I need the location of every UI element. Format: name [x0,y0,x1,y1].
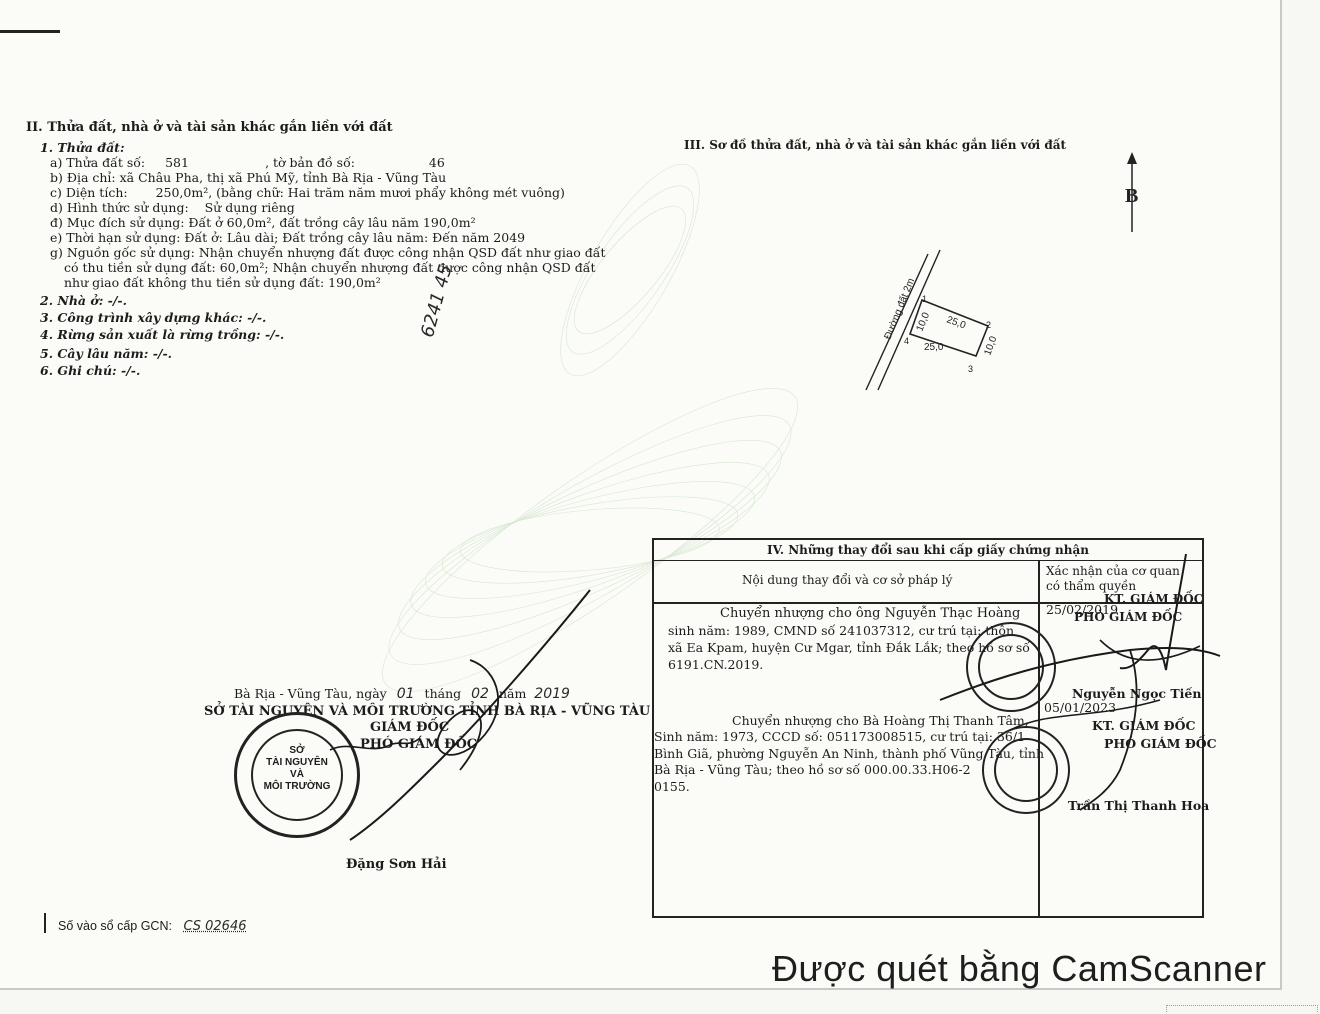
page-edge-bottom [0,988,1282,990]
entry-2-role-2: PHÓ GIÁM ĐỐC [1104,736,1217,751]
seal-text-2: TÀI NGUYÊN [266,757,328,768]
entry-1-line-2: sinh năm: 1989, CMND số 241037312, cư tr… [668,623,1014,638]
entry-2-line-1: Chuyển nhượng cho Bà Hoàng Thị Thanh Tâm… [732,713,1029,728]
seal-text-1: SỞ [289,745,305,756]
column-header-confirmation: Xác nhận của cơ quan có thẩm quyền [1046,564,1180,593]
item-6-notes: 6. Ghi chú: -/-. [40,363,141,378]
dim-bottom: 25,0 [924,342,944,353]
entry-1-line-4: 6191.CN.2019. [668,657,764,672]
origin-line-1: g) Nguồn gốc sử dụng: Nhận chuyển nhượng… [50,245,606,260]
parcel-number-row: a) Thửa đất số: 581 , tờ bản đồ số: 46 [50,155,610,170]
official-seal-entry-2 [982,726,1070,814]
changes-table: IV. Những thay đổi sau khi cấp giấy chứn… [652,538,1217,918]
north-arrow-icon [1127,152,1137,232]
entry-2-role-1: KT. GIÁM ĐỐC [1092,718,1196,733]
entry-1-line-3: xã Ea Kpam, huyện Cư Mgar, tỉnh Đắk Lắk;… [668,640,1030,655]
column-header-content: Nội dung thay đổi và cơ sở pháp lý [742,573,953,587]
north-label: B [1125,185,1138,207]
scan-mark [0,30,60,33]
usage-term-row: e) Thời hạn sử dụng: Đất ở: Lâu dài; Đất… [50,230,526,245]
entry-2-line-3: Bình Giã, phường Nguyễn An Ninh, thành p… [654,746,1045,761]
issuer-role-2: PHÓ GIÁM ĐỐC [360,737,478,752]
item-1-title: 1. Thửa đất: [40,140,125,155]
section-3-title: III. Sơ đồ thửa đất, nhà ở và tài sản kh… [684,138,1067,152]
address-row: b) Địa chỉ: xã Châu Pha, thị xã Phú Mỹ, … [50,170,447,185]
guilloche-background [382,163,798,692]
origin-line-2: có thu tiền sử dụng đất: 60,0m²; Nhận ch… [64,260,596,275]
item-2-house: 2. Nhà ở: -/-. [40,293,127,308]
signing-date-row: Bà Rịa - Vũng Tàu, ngày 01 tháng 02 năm … [234,686,574,702]
usage-form-value: Sử dụng riêng [204,200,295,215]
point-3: 3 [968,364,973,374]
point-1: 1 [922,294,927,304]
usage-form-row: d) Hình thức sử dụng: Sử dụng riêng [50,200,610,215]
item-4-planted-forest: 4. Rừng sản xuất là rừng trồng: -/-. [40,327,285,342]
usage-purpose-row: đ) Mục đích sử dụng: Đất ở 60,0m², đất t… [50,215,476,230]
gcn-registry-label: Số vào sổ cấp GCN: [58,919,172,933]
signing-date-prefix: Bà Rịa - Vũng Tàu, ngày [234,686,387,701]
area-row: c) Diện tích: 250,0m², (bằng chữ: Hai tr… [50,185,610,200]
entry-1-role-2: PHÓ GIÁM ĐỐC [1074,610,1183,624]
area-value: 250,0m², (bằng chữ: Hai trăm năm mươi ph… [155,185,565,200]
signing-day: 01 [396,686,415,702]
parcel-details: 1. Thửa đất: a) Thửa đất số: 581 , tờ bả… [30,140,605,378]
entry-2-line-4: Bà Rịa - Vũng Tàu; theo hồ sơ số 000.00.… [654,762,971,777]
certificate-sheet [0,0,1282,990]
usage-form-label: d) Hình thức sử dụng: [50,200,189,215]
issuer-name: Đặng Sơn Hải [346,857,447,872]
signature-entry-2 [939,647,1221,811]
section-2-title: II. Thửa đất, nhà ở và tài sản khác gắn … [26,120,393,135]
entry-1-date: 25/02/2019 [1046,602,1119,617]
dim-right: 10,0 [982,335,999,357]
footer-mark [44,913,46,933]
official-seal-left: SỞ TÀI NGUYÊN VÀ MÔI TRƯỜNG [234,712,360,838]
parcel-sketch: B Đường đất 2m 25,0 10,0 25,0 10,0 1 2 3… [865,152,1138,391]
signing-year: 2019 [534,686,570,702]
entry-2-signer: Trần Thị Thanh Hoa [1068,798,1210,813]
ghost-frame [1166,1005,1318,1012]
origin-line-3: như giao đất không thu tiền sử dụng đất:… [64,275,381,290]
issuer-role-1: GIÁM ĐỐC [370,720,450,735]
entry-2-line-2: Sinh năm: 1973, CCCD số: 051173008515, c… [654,729,1026,744]
page-edge-right [1280,0,1282,990]
entry-2-line-5: 0155. [654,779,690,794]
item-5-perennial-trees: 5. Cây lâu năm: -/-. [40,346,173,361]
scanner-watermark: Được quét bằng CamScanner [772,948,1267,989]
signature-entry-1 [1099,553,1201,671]
gcn-registry-number: CS 02646 [183,919,247,934]
signature-left [329,589,591,841]
road-label: Đường đất 2m [882,276,917,341]
entry-1-line-1: Chuyển nhượng cho ông Nguyễn Thạc Hoàng [720,606,1021,621]
parcel-number-label: a) Thửa đất số: [50,155,146,170]
point-4: 4 [904,336,909,346]
map-sheet-label: , tờ bản đồ số: [265,155,355,170]
seal-text-3: VÀ [290,769,304,780]
parcel-number: 581 [165,155,189,170]
signing-month: 02 [471,686,489,702]
map-sheet-number: 46 [428,155,445,170]
changes-table-title: IV. Những thay đổi sau khi cấp giấy chứn… [654,540,1202,561]
area-label: c) Diện tích: [50,185,128,200]
gcn-registry: Số vào sổ cấp GCN: CS 02646 [58,919,247,934]
point-2: 2 [986,320,991,330]
entry-2-date: 05/01/2023 [1044,700,1117,715]
item-3-other-works: 3. Công trình xây dựng khác: -/-. [40,310,267,325]
seal-text-4: MÔI TRƯỜNG [263,781,331,792]
signing-month-label: tháng [424,686,462,701]
